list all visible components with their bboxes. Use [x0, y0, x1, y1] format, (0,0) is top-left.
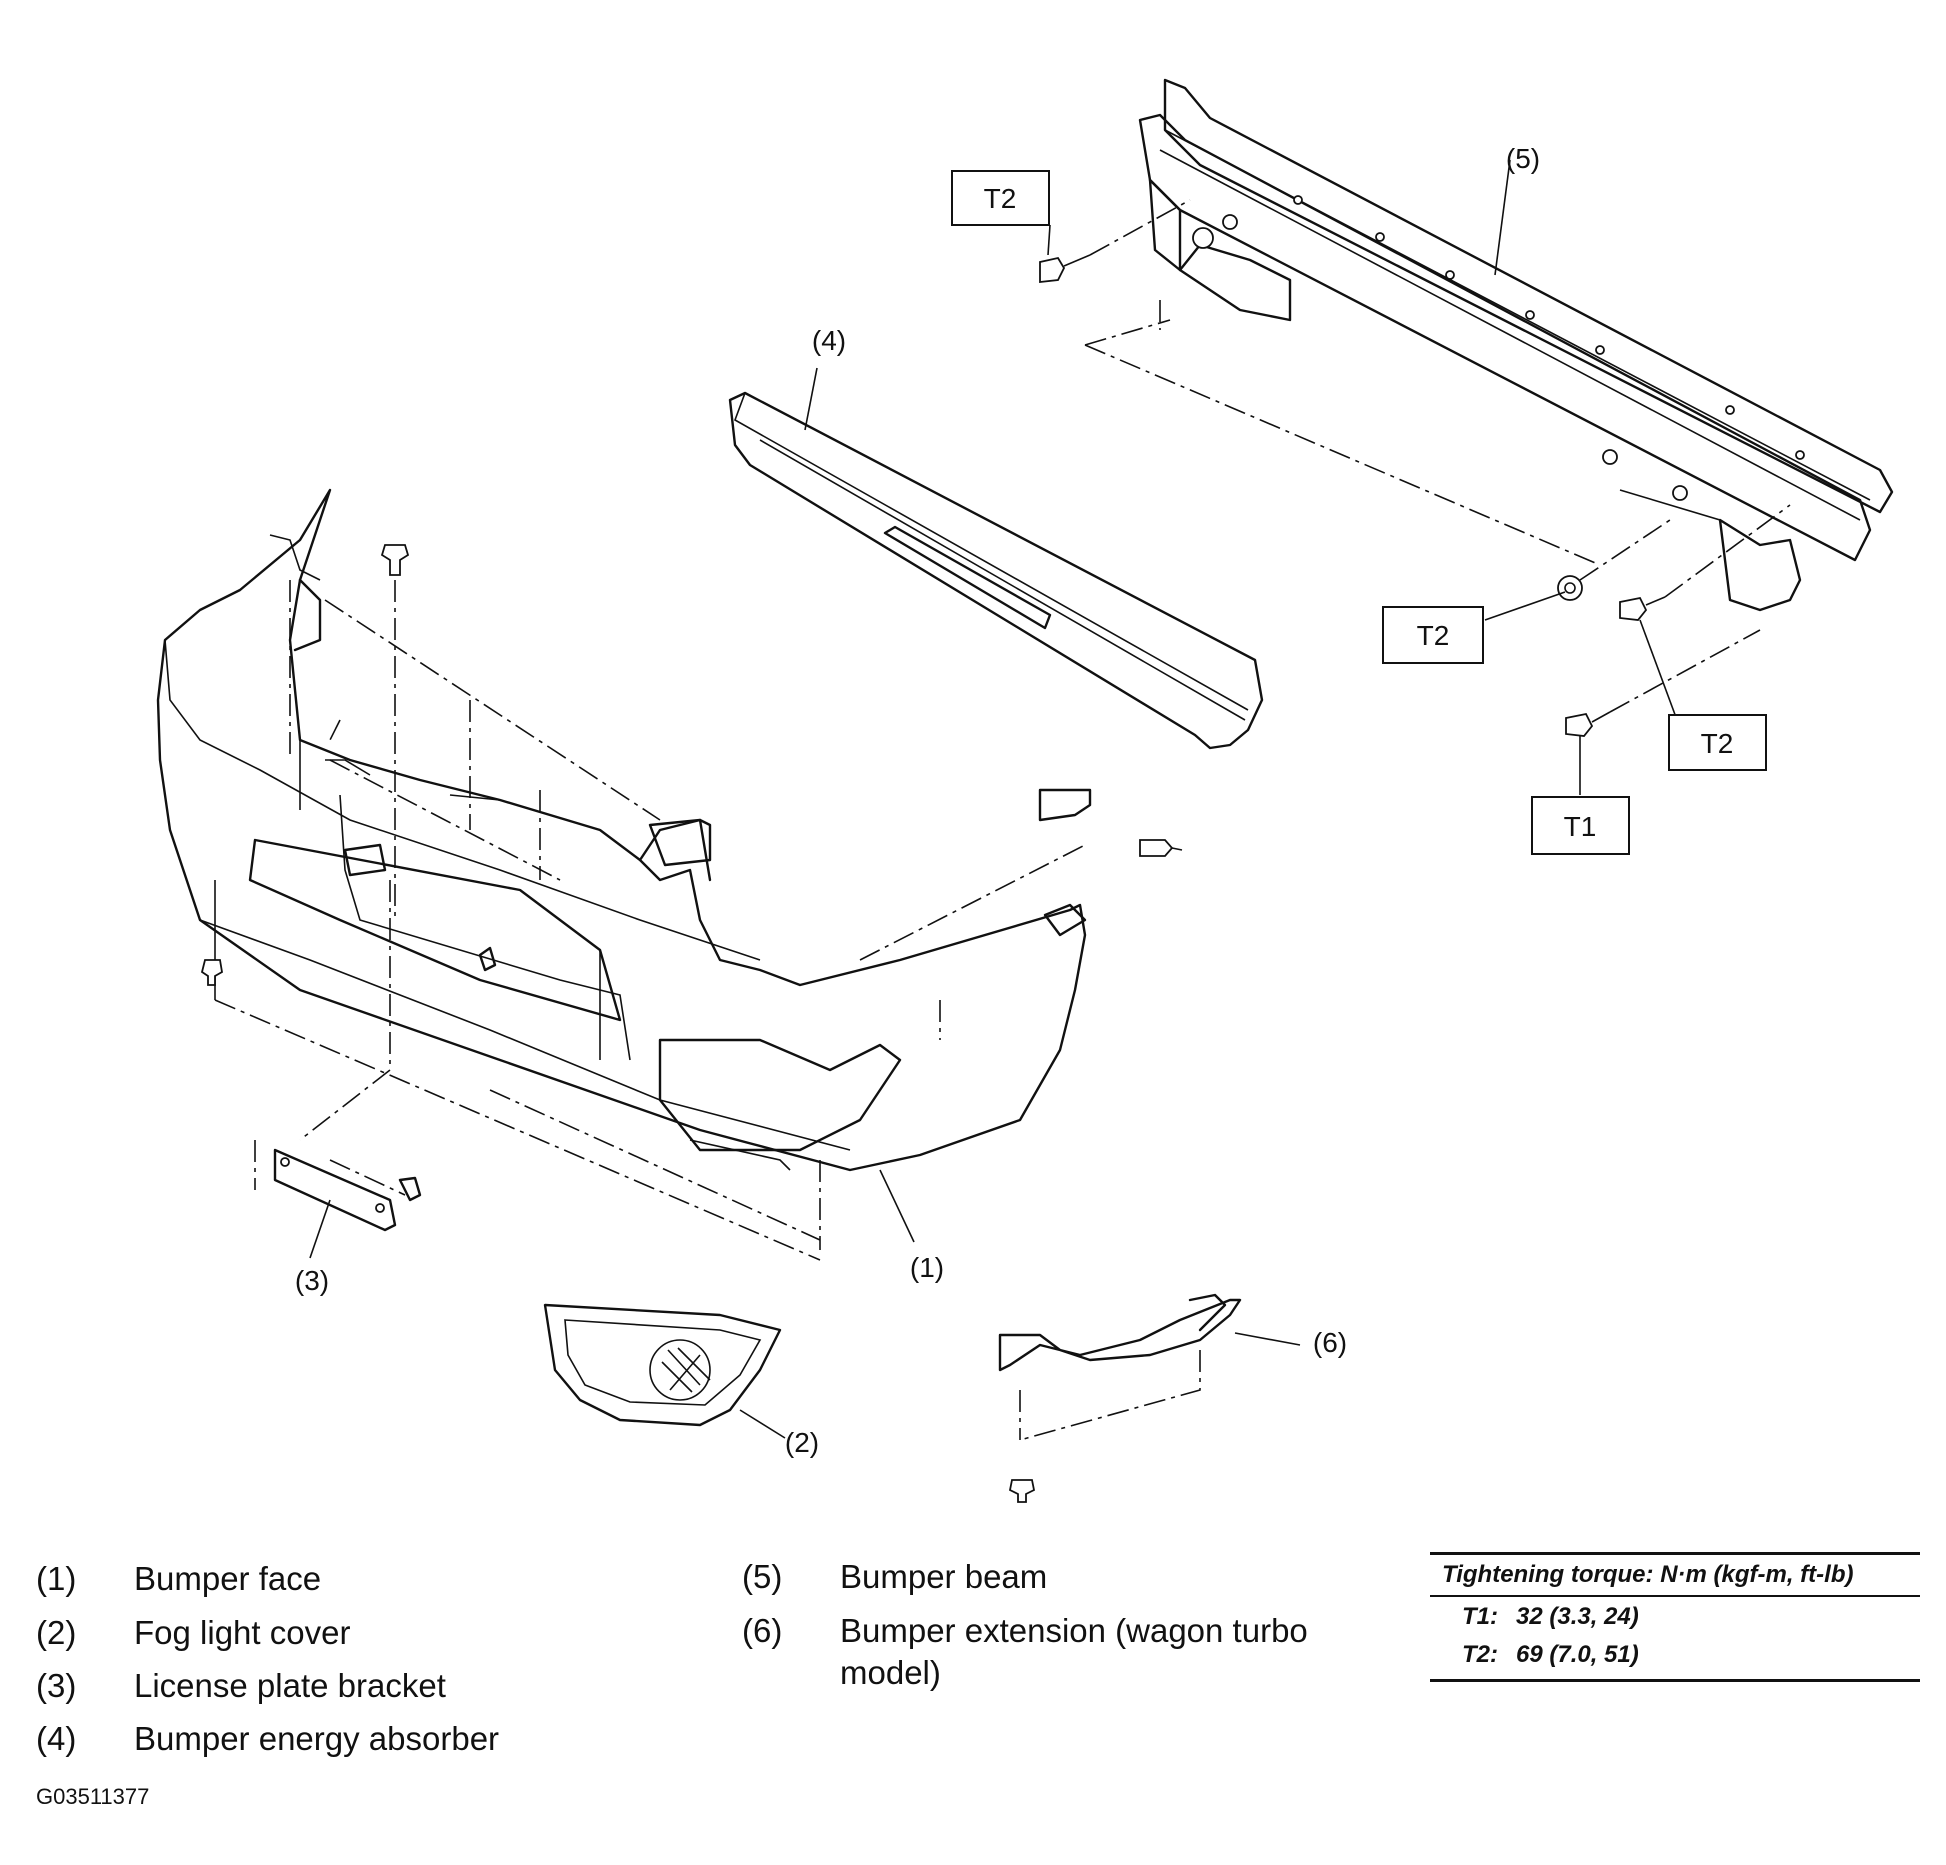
- figure-code: G03511377: [36, 1784, 150, 1809]
- side-clip: [200, 959, 223, 986]
- side-bracket-clip: [1038, 788, 1092, 822]
- fog-light-cover: [543, 1303, 782, 1427]
- push-clip: [380, 544, 410, 576]
- svg-text:T2: T2: [1417, 620, 1450, 651]
- parts-legend-right: (5) Bumper beam (6) Bumper extension (wa…: [742, 1558, 1308, 1691]
- bolt-t2-right: [1619, 504, 1791, 621]
- torque-row-t2: T2:69 (7.0, 51): [1462, 1641, 1639, 1668]
- svg-text:T1: T1: [1564, 811, 1597, 842]
- nut-t2: [1557, 519, 1671, 601]
- torque-row-t1: T1:32 (3.3, 24): [1462, 1603, 1639, 1630]
- bumper-extension: [998, 1293, 1242, 1503]
- torque-tag-t1: T1: [1531, 796, 1630, 855]
- torque-tag-t2-bolt: T2: [1668, 714, 1767, 771]
- callout-1: (1): [910, 1252, 944, 1283]
- tightening-torque-table: Tightening torque: N·m (kgf-m, ft-lb) T1…: [1430, 1552, 1920, 1682]
- torque-tag-t2-top: T2: [951, 170, 1050, 226]
- torque-table-header: Tightening torque: N·m (kgf-m, ft-lb): [1430, 1555, 1920, 1597]
- callout-5: (5): [1506, 143, 1540, 174]
- bolt-t1: [1565, 629, 1761, 737]
- bolt-top-left: [1039, 199, 1191, 284]
- svg-text:T2: T2: [984, 183, 1017, 214]
- side-screw: [1139, 839, 1183, 857]
- bumper-beam: [1084, 78, 1894, 612]
- callout-2: (2): [785, 1427, 819, 1458]
- bumper-energy-absorber: [728, 391, 1264, 750]
- bumper-face: [156, 488, 1087, 1261]
- torque-tag-t2-nut: T2: [1382, 606, 1484, 664]
- parts-legend-left: (1) Bumper face (2) Fog light cover (3) …: [36, 1560, 500, 1757]
- callout-3: (3): [295, 1265, 329, 1296]
- license-plate-bracket: [254, 1140, 422, 1232]
- svg-text:T2: T2: [1701, 728, 1734, 759]
- callout-6: (6): [1313, 1327, 1347, 1358]
- callout-4: (4): [812, 325, 846, 356]
